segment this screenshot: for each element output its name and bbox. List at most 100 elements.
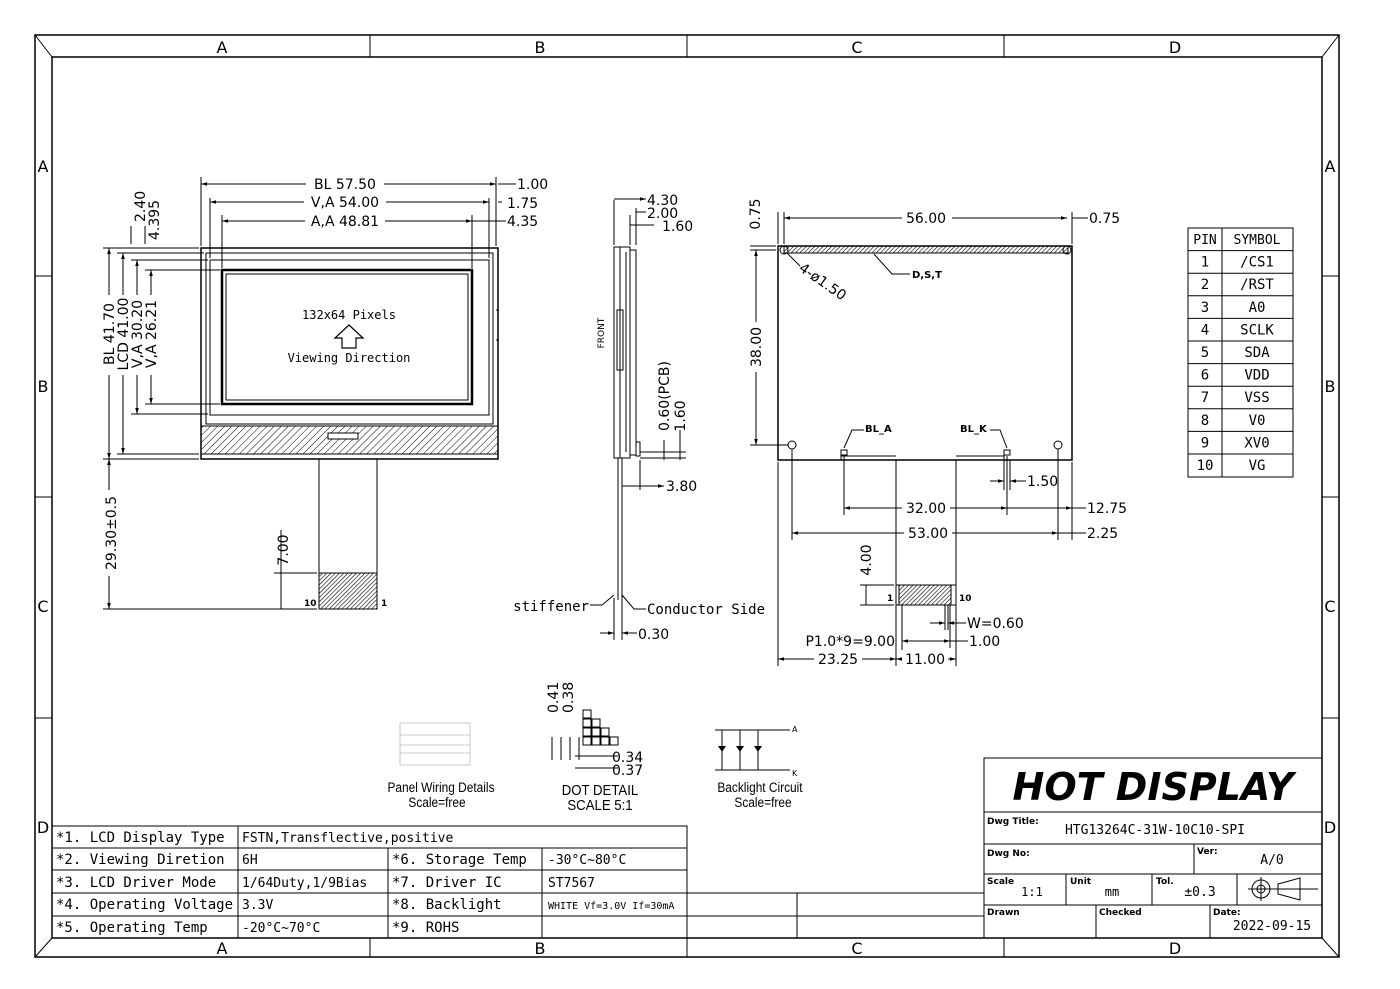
spec-label: *8. Backlight <box>392 897 502 913</box>
dst-strip <box>783 245 1069 254</box>
dim-right-1: 1.00 <box>517 177 548 193</box>
pin-symbol: SDA <box>1244 345 1270 361</box>
spec-label: *1. LCD Display Type <box>56 830 225 846</box>
pin-table-header-pin: PIN <box>1193 233 1216 248</box>
dim-back-53: 53.00 <box>908 526 948 542</box>
dim-va-height: V,A 30.20 <box>130 300 146 368</box>
fpc-contact-hatch <box>318 572 378 610</box>
pin-symbol: VDD <box>1244 368 1269 384</box>
scale-value: 1:1 <box>1021 885 1043 899</box>
col-label-top: B <box>535 38 546 57</box>
date-value: 2022-09-15 <box>1233 919 1311 934</box>
fpc-pins <box>898 584 952 606</box>
pin-number: 5 <box>1201 345 1209 361</box>
spec-value: -20°C~70°C <box>242 921 320 936</box>
viewing-direction-arrow-icon <box>333 324 365 349</box>
dim-top-1: 2.40 <box>133 191 149 222</box>
dim-back-225: 2.25 <box>1087 526 1118 542</box>
spec-value: 3.3V <box>242 898 273 913</box>
holes-label: 4-ø1.50 <box>796 260 849 304</box>
stiffener-label: stiffener <box>513 599 589 615</box>
title-block: HOT DISPLAY Dwg Title: HTG13264C-31W-10C… <box>983 757 1323 939</box>
dim-back-w: W=0.60 <box>967 616 1024 632</box>
dim-lcd-height: LCD 41.00 <box>116 298 132 371</box>
dot-dim-038: 0.38 <box>561 682 577 713</box>
dim-back-height: 38.00 <box>749 327 765 367</box>
pin-symbol: /RST <box>1240 277 1274 293</box>
row-label-left: D <box>37 818 49 837</box>
dim-back-2325: 23.25 <box>818 652 858 668</box>
pin-number: 9 <box>1201 435 1209 451</box>
back-pin-1: 1 <box>887 594 893 604</box>
row-label-right: A <box>1325 157 1336 176</box>
backlight-cathode: K <box>792 769 798 778</box>
back-view: 56.00 0.75 0.75 38.00 4-ø1.50 D,S,T BL_A… <box>748 198 1127 668</box>
projection-symbol-icon <box>1248 877 1318 901</box>
pin-number: 1 <box>1201 255 1209 271</box>
spec-label: *6. Storage Temp <box>392 852 527 868</box>
fpc-pin-right: 1 <box>381 599 387 609</box>
pin-table-header-symbol: SYMBOL <box>1234 233 1281 248</box>
row-label-left: A <box>38 157 49 176</box>
unit-value: mm <box>1105 885 1119 899</box>
pin-number: 8 <box>1201 413 1209 429</box>
dim-aa-width: A,A 48.81 <box>311 214 379 230</box>
spec-label: *9. ROHS <box>392 920 459 936</box>
spec-value: WHITE Vf=3.0V If=30mA <box>548 901 674 912</box>
pin-symbol: VG <box>1249 458 1266 474</box>
row-label-right: D <box>1324 818 1336 837</box>
dim-back-1100: 11.00 <box>905 652 945 668</box>
fpc-pin-left: 10 <box>304 599 317 609</box>
ver-value: A/0 <box>1260 853 1283 868</box>
drawn-label: Drawn <box>987 908 1020 918</box>
front-view: 10 1 132x64 Pixels Viewing Direction BL … <box>101 176 548 610</box>
dim-back-fpc4: 4.00 <box>859 544 875 575</box>
row-label-right: B <box>1325 377 1336 396</box>
pin-symbol: VSS <box>1244 390 1269 406</box>
led-icon <box>754 746 762 752</box>
dst-label: D,S,T <box>912 270 942 281</box>
spec-label: *7. Driver IC <box>392 875 502 891</box>
dim-back-1275: 12.75 <box>1087 501 1127 517</box>
spec-label: *3. LCD Driver Mode <box>56 875 216 891</box>
dim-side-d1: 4.30 <box>647 193 678 209</box>
spec-label: *4. Operating Voltage <box>56 897 233 913</box>
spec-value: -30°C~80°C <box>548 853 626 868</box>
checked-label: Checked <box>1099 908 1142 918</box>
col-label-top: D <box>1169 38 1181 57</box>
pin-symbol: /CS1 <box>1240 255 1274 271</box>
backlight-anode: A <box>792 725 798 734</box>
spec-label: *2. Viewing Diretion <box>56 852 225 868</box>
bl-k-label: BL_K <box>960 424 988 435</box>
row-label-left: C <box>37 597 48 616</box>
col-label-bottom: C <box>851 939 862 958</box>
date-label: Date: <box>1213 908 1241 918</box>
dwg-title-value: HTG13264C-31W-10C10-SPI <box>1065 823 1245 838</box>
ver-label: Ver: <box>1197 847 1218 857</box>
col-label-top: C <box>851 38 862 57</box>
dot-dim-034: 0.34 <box>612 750 643 766</box>
pin-symbol: A0 <box>1249 300 1266 316</box>
backlight-scale: Scale=free <box>734 794 791 810</box>
tol-value: ±0.3 <box>1184 885 1215 900</box>
dot-detail-scale: SCALE 5:1 <box>567 796 632 813</box>
dim-side-d5: 3.80 <box>666 479 697 495</box>
pin-symbol: XV0 <box>1244 435 1269 451</box>
spec-value: ST7567 <box>548 876 595 891</box>
backlight-circuit: A K Backlight Circuit Scale=free <box>715 725 803 810</box>
pin-number: 6 <box>1201 368 1209 384</box>
scale-label: Scale <box>987 877 1014 887</box>
dot-detail: 0.41 0.38 0.34 0.37 DOT DETAIL SCALE 5:1 <box>546 682 643 813</box>
drawing-frame: A B C D A B C D A B C D A B C D <box>34 34 1340 958</box>
front-label: FRONT <box>597 317 607 348</box>
backlight-title: Backlight Circuit <box>717 779 803 795</box>
dim-back-pad: 1.50 <box>1027 474 1058 490</box>
dim-aa-height: V,A 26.21 <box>144 300 160 368</box>
dim-back-100: 1.00 <box>969 634 1000 650</box>
led-icon <box>718 746 726 752</box>
side-view: FRONT 4.30 2.00 1.60 0.60(PCB) 1.60 3.80… <box>513 193 765 643</box>
unit-label: Unit <box>1070 877 1092 887</box>
